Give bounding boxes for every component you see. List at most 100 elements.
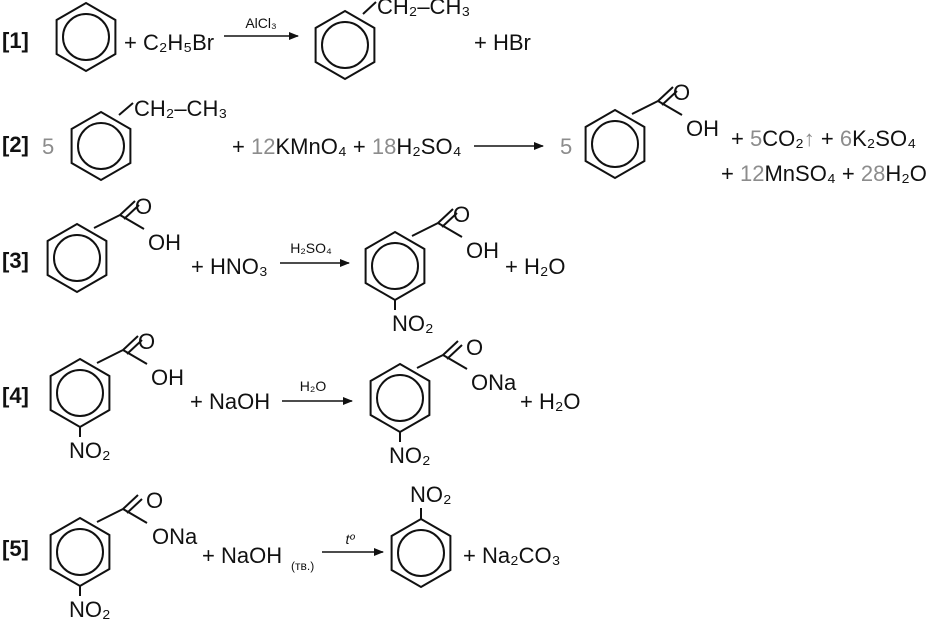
ring-hexagon xyxy=(390,517,452,589)
hydroxyl: OH xyxy=(148,230,181,255)
byproduct-sodium-carbonate: + Na₂CO₃ xyxy=(463,543,561,568)
benzene-ring xyxy=(49,357,111,429)
aromatic-circle xyxy=(77,122,125,170)
3-nitrobenzoic-acid: O OH NO₂ xyxy=(49,329,184,463)
nitrobenzene: NO₂ xyxy=(390,482,452,589)
hydroxyl: OH xyxy=(151,365,184,390)
carbonyl-bond xyxy=(657,86,674,102)
products-line-1: + 5CO₂↑ + 6K₂SO₄ xyxy=(731,126,916,151)
ring-hexagon xyxy=(70,110,132,182)
carbonyl-bond-2 xyxy=(661,90,678,106)
reaction-label: [1] xyxy=(2,28,29,53)
hydroxyl-bond xyxy=(437,222,463,238)
benzene-ring xyxy=(390,517,452,589)
benzene-ring xyxy=(49,516,111,588)
carbonyl-bond-2 xyxy=(126,498,143,514)
ring-carbon-bond xyxy=(96,508,124,523)
coefficient: 5 xyxy=(560,134,572,159)
reagent-ethyl-bromide: + C₂H₅Br xyxy=(124,30,214,55)
carbonyl-bond-2 xyxy=(126,339,143,355)
carbonyl-bond xyxy=(122,494,139,510)
hydroxyl: OH xyxy=(686,116,719,141)
carboxyl-group xyxy=(93,200,145,230)
carbonyl-bond-2 xyxy=(446,344,463,360)
aromatic-circle xyxy=(371,242,419,290)
carbonyl-oxygen: O xyxy=(135,194,152,219)
hydroxyl-bond xyxy=(122,349,148,365)
ring-hexagon xyxy=(55,1,117,73)
condition-catalyst: AlCl₃ xyxy=(245,15,276,31)
carbonyl-oxygen: O xyxy=(466,335,483,360)
carbonyl-bond xyxy=(442,340,459,356)
carbonyl-oxygen: O xyxy=(146,488,163,513)
carboxyl-group xyxy=(631,86,683,116)
reaction-4: [4] O OH NO₂ + NaOH H₂O O ONa NO₂ + H₂O xyxy=(2,329,581,468)
reaction-5: [5] O ONa NO₂ + NaOH (тв.) tº NO₂ + Na₂C… xyxy=(2,482,561,622)
benzene-ring xyxy=(584,108,646,180)
aromatic-circle xyxy=(53,234,101,282)
carboxyl-group xyxy=(411,208,463,238)
carbonyl-bond-2 xyxy=(123,204,140,220)
reaction-arrow: tº xyxy=(322,531,384,556)
carbonyl-oxygen: O xyxy=(138,329,155,354)
ring-carbon-bond xyxy=(411,222,439,237)
reaction-arrow: H₂SO₄ xyxy=(280,240,350,267)
reaction-arrow: AlCl₃ xyxy=(224,15,299,40)
ethyl-group: CH₂–CH₃ xyxy=(134,96,227,121)
ring-hexagon xyxy=(584,108,646,180)
carboxylate-group xyxy=(96,494,148,524)
byproduct-water: + H₂O xyxy=(505,254,566,279)
aromatic-circle xyxy=(397,529,445,577)
reaction-label: [3] xyxy=(2,248,29,273)
sodium-3-nitrobenzoate: O ONa NO₂ xyxy=(369,335,517,468)
carbonyl-bond xyxy=(119,200,136,216)
benzoic-acid: O OH xyxy=(584,80,719,180)
nitro-group: NO₂ xyxy=(410,482,452,507)
reaction-3: [3] O OH + HNO₃ H₂SO₄ O OH NO₂ + H₂O xyxy=(2,194,566,336)
hydroxyl-bond xyxy=(657,100,683,116)
aromatic-circle xyxy=(321,21,369,69)
coefficient: 5 xyxy=(42,134,54,159)
hydroxyl: OH xyxy=(466,238,499,263)
condition-heat: tº xyxy=(345,531,355,547)
benzene-ring xyxy=(55,1,117,73)
state-solid: (тв.) xyxy=(291,559,314,573)
ring-carbon-bond xyxy=(93,214,121,229)
sodium-oxide: ONa xyxy=(152,524,198,549)
aromatic-circle xyxy=(376,374,424,422)
ring-carbon-bond xyxy=(631,100,659,115)
carbonyl-bond-2 xyxy=(441,212,458,228)
reagents: + 12KMnO₄ + 18H₂SO₄ xyxy=(232,134,462,159)
benzene-ring xyxy=(314,9,376,81)
hydroxyl-bond xyxy=(122,508,148,524)
nitro-group: NO₂ xyxy=(392,311,434,336)
reaction-2: [2] 5 CH₂–CH₃ + 12KMnO₄ + 18H₂SO₄ 5 O OH… xyxy=(2,80,927,186)
benzene-ring xyxy=(364,230,426,302)
nitro-group: NO₂ xyxy=(389,443,431,468)
carbonyl-bond xyxy=(437,208,454,224)
sodium-oxide: ONa xyxy=(471,370,517,395)
ethyl-group: CH₂–CH₃ xyxy=(377,0,470,19)
aromatic-circle xyxy=(62,13,110,61)
reagent-sodium-hydroxide: + NaOH xyxy=(190,389,270,414)
carboxylate-group xyxy=(416,340,468,370)
byproduct-hbr: + HBr xyxy=(474,30,531,55)
3-nitrobenzoic-acid: O OH NO₂ xyxy=(364,202,499,336)
carbonyl-bond xyxy=(122,335,139,351)
reaction-arrow: H₂O xyxy=(282,378,353,405)
aromatic-circle xyxy=(56,369,104,417)
ethylbenzene: CH₂–CH₃ xyxy=(70,96,227,182)
products-line-2: + 12MnSO₄ + 28H₂O xyxy=(721,161,927,186)
ring-hexagon xyxy=(46,222,108,294)
benzene-ring xyxy=(46,222,108,294)
nitro-group: NO₂ xyxy=(69,597,111,622)
hydroxyl-bond xyxy=(442,354,468,370)
ethylbenzene: CH₂–CH₃ xyxy=(314,0,470,81)
reagent-sodium-hydroxide: + NaOH xyxy=(202,543,282,568)
carboxyl-group xyxy=(96,335,148,365)
reaction-label: [4] xyxy=(2,383,29,408)
reaction-1: [1] + C₂H₅Br AlCl₃ CH₂–CH₃ + HBr xyxy=(2,0,531,81)
ring-hexagon xyxy=(314,9,376,81)
ring-carbon-bond xyxy=(416,354,444,369)
sodium-3-nitrobenzoate: O ONa NO₂ xyxy=(49,488,198,622)
